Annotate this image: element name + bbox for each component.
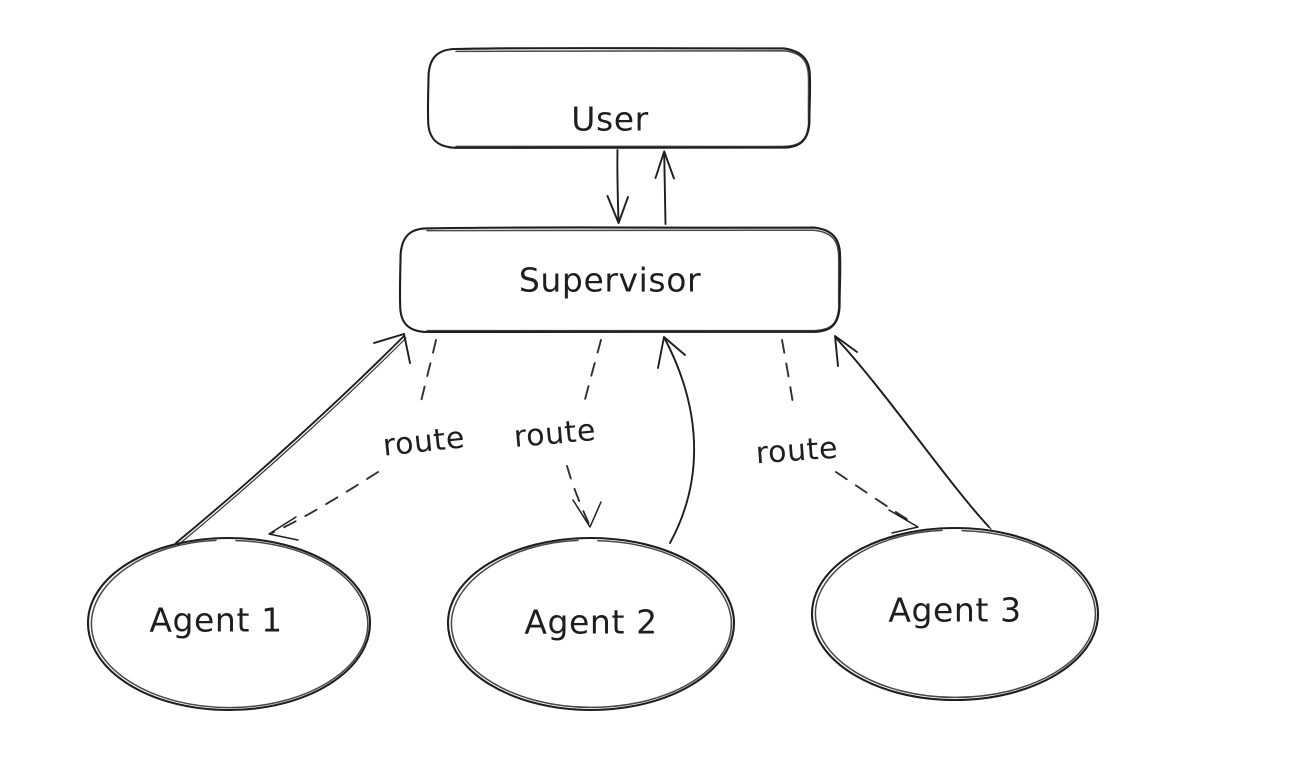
edge-agent3-to-supervisor[interactable]	[834, 335, 992, 530]
node-user[interactable]: User	[426, 47, 812, 150]
route-label-1: route	[381, 420, 466, 463]
edge-supervisor-to-user[interactable]	[654, 150, 675, 225]
edge-label-route-3: route	[755, 431, 840, 472]
agent3-ellipse-outline-pass2	[814, 529, 1097, 699]
edge-supervisor-to-agent1[interactable]	[268, 339, 437, 541]
edge-label-route-2: route	[512, 413, 597, 455]
agent1-ellipse-outline	[86, 536, 372, 712]
agent1-ellipse-outline-pass2	[90, 539, 369, 709]
agent1-to-supervisor-line	[175, 335, 405, 544]
agent2-to-supervisor-line	[664, 338, 695, 544]
agent1-to-supervisor-arrowhead	[373, 333, 411, 364]
route-label-3: route	[755, 431, 840, 472]
agent3-to-supervisor-arrowhead	[834, 335, 858, 367]
node-agent2[interactable]: Agent 2	[446, 536, 736, 712]
agent3-label: Agent 3	[888, 591, 1021, 630]
supervisor-to-agent1-line-lower	[271, 471, 379, 534]
supervisor-label: Supervisor	[519, 261, 701, 300]
supervisor-to-agent1-line-upper	[419, 339, 437, 407]
agent1-to-supervisor-line-pass2	[177, 337, 407, 546]
supervisor-to-user-arrowhead	[654, 150, 675, 180]
supervisor-to-user-line	[663, 151, 667, 225]
edge-supervisor-to-agent3[interactable]	[781, 339, 919, 534]
supervisor-to-agent3-arrowhead	[888, 509, 919, 534]
agent2-ellipse-outline	[446, 536, 736, 712]
node-supervisor[interactable]: Supervisor	[398, 226, 842, 334]
supervisor-to-agent2-line-upper	[582, 339, 602, 408]
edge-label-route-1: route	[381, 420, 466, 463]
user-label: User	[571, 100, 649, 139]
edge-supervisor-to-agent2[interactable]	[566, 339, 602, 528]
supervisor-to-agent2-line-lower	[566, 465, 590, 525]
agent2-to-supervisor-arrowhead	[657, 336, 686, 369]
agent2-label: Agent 2	[524, 603, 657, 642]
agent3-ellipse-outline	[810, 526, 1100, 702]
node-agent3[interactable]: Agent 3	[810, 526, 1100, 702]
supervisor-to-agent3-line-upper	[781, 339, 795, 411]
edge-agent2-to-supervisor[interactable]	[657, 336, 695, 544]
agent1-label: Agent 1	[149, 601, 282, 640]
user-to-supervisor-line	[616, 149, 620, 223]
node-agent1[interactable]: Agent 1	[86, 536, 372, 712]
supervisor-to-agent1-arrowhead	[268, 516, 299, 541]
edge-agent1-to-supervisor[interactable]	[175, 333, 411, 546]
user-to-supervisor-arrowhead	[606, 195, 629, 224]
edge-user-to-supervisor[interactable]	[606, 149, 629, 224]
supervisor-to-agent3-line-lower	[835, 471, 916, 525]
user-box-outline	[426, 47, 812, 150]
supervisor-to-agent2-arrowhead	[572, 499, 602, 528]
agent3-to-supervisor-line	[835, 337, 990, 528]
supervisor-box-outline	[398, 226, 842, 334]
agent3-to-supervisor-line-pass2	[837, 339, 992, 530]
user-box-outline-pass2	[455, 50, 810, 148]
agent2-ellipse-outline-pass2	[450, 539, 733, 709]
route-label-2: route	[512, 413, 597, 455]
supervisor-box-outline-pass2	[426, 229, 840, 332]
